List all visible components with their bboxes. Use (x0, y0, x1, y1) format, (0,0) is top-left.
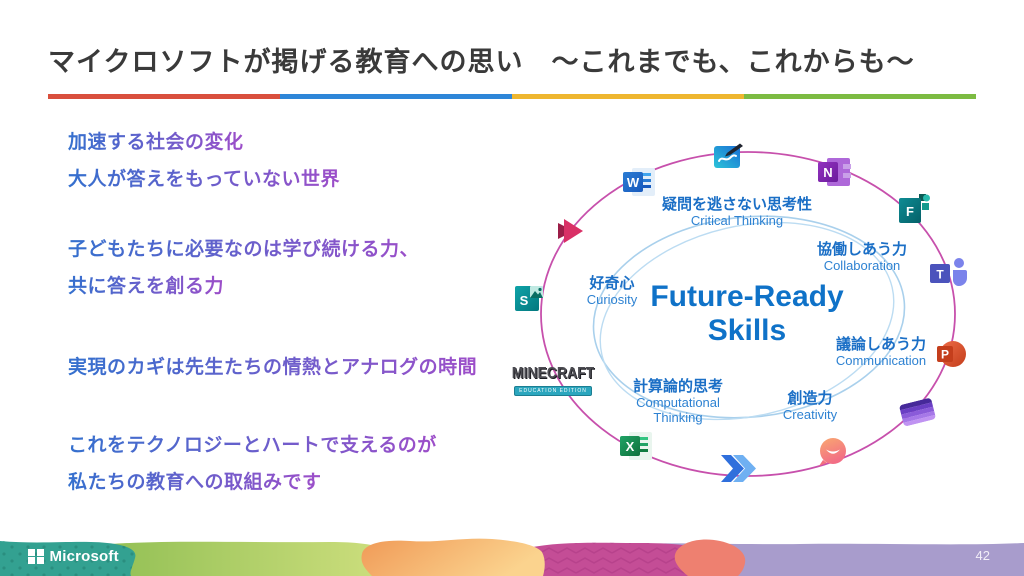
forms-letter: F (906, 204, 914, 219)
whiteboard-icon (714, 141, 745, 171)
stream-purple-icon (899, 396, 937, 428)
teams-icon: T (930, 256, 968, 286)
page-number: 42 (975, 548, 990, 563)
statement-line-3: 子どもたちに必要なのは学び続ける力、 (68, 234, 419, 261)
minecraft-education-logo: MINECRAFT EDUCATION EDITION (508, 362, 598, 397)
power-automate-icon (721, 455, 757, 482)
microsoft-logo-text: Microsoft (49, 548, 119, 565)
accent-blue (280, 94, 512, 99)
skill-collaboration: 協働しあう力 Collaboration (772, 241, 952, 273)
skill-en-label: Thinking (653, 410, 703, 425)
skill-en-label: Computational (636, 395, 720, 410)
title-accent-bar (48, 94, 976, 99)
accent-yellow (512, 94, 744, 99)
statement-text: 共に答えを創る力 (68, 271, 224, 298)
skill-jp-label: 好奇心 (589, 275, 635, 292)
statement-line-4: 共に答えを創る力 (68, 271, 224, 298)
statement-line-6: これをテクノロジーとハートで支えるのが (68, 430, 437, 457)
statement-text: 実現のカギは先生たちの情熱とアナログの時間 (68, 352, 477, 379)
skill-en-label: Critical Thinking (690, 213, 784, 228)
skill-jp-label: 創造力 (787, 390, 833, 407)
skill-en-label: Communication (835, 353, 927, 368)
word-letter: W (627, 175, 640, 190)
skill-jp-label: 議論しあう力 (835, 336, 926, 353)
statement-text: 私たちの教育への取組みです (68, 467, 322, 494)
excel-icon: X (620, 431, 653, 461)
center-title-line1: Future-Ready (650, 280, 844, 313)
skill-curiosity: 好奇心 Curiosity (542, 275, 682, 307)
diagram-center-title: Future-Ready Skills (567, 280, 927, 348)
page-title: マイクロソフトが掲げる教育への思い ～これまでも、これからも～ (48, 47, 915, 77)
forms-icon: F (899, 194, 930, 224)
accent-red (48, 94, 280, 99)
statement-line-2: 大人が答えをもっていない世界 (68, 164, 340, 191)
onenote-icon: N (818, 157, 851, 187)
statement-line-7: 私たちの教育への取組みです (68, 467, 322, 494)
statement-text: これをテクノロジーとハートで支えるのが (68, 430, 437, 457)
skill-jp-label: 計算論的思考 (632, 378, 723, 395)
skill-en-label: Collaboration (823, 258, 901, 273)
future-ready-skills-diagram: Future-Ready Skills 疑問を逃さない思考性 Critical … (500, 120, 1024, 540)
skill-creativity: 創造力 Creativity (740, 390, 880, 422)
accent-green (744, 94, 976, 99)
statement-line-5: 実現のカギは先生たちの情熱とアナログの時間 (68, 352, 477, 379)
powerpoint-icon: P (937, 339, 967, 369)
sway-letter: S (520, 293, 529, 308)
minecraft-edition-banner: EDUCATION EDITION (514, 386, 592, 396)
skill-critical-thinking: 疑問を逃さない思考性 Critical Thinking (617, 196, 857, 228)
statement-text: 大人が答えをもっていない世界 (68, 164, 340, 191)
skill-en-label: Curiosity (586, 292, 638, 307)
skill-en-label: Creativity (782, 407, 838, 422)
statement-line-1: 加速する社会の変化 (68, 127, 244, 154)
word-icon: W (623, 167, 656, 197)
excel-letter: X (626, 439, 635, 454)
center-title-line2: Skills (707, 314, 787, 347)
powerpoint-letter: P (941, 348, 949, 362)
sway-icon: S (515, 283, 544, 313)
teams-letter: T (936, 268, 944, 282)
stream-icon (555, 216, 585, 246)
skill-jp-label: 協働しあう力 (816, 241, 907, 258)
footer-wave-band (0, 538, 1024, 576)
microsoft-logo-icon (28, 548, 44, 565)
microsoft-logo: Microsoft (28, 548, 119, 565)
skill-computational-thinking: 計算論的思考 Computational Thinking (588, 378, 768, 425)
onenote-letter: N (823, 165, 832, 180)
skill-communication: 議論しあう力 Communication (786, 336, 976, 368)
skill-jp-label: 疑問を逃さない思考性 (661, 196, 812, 213)
reflect-icon (818, 437, 848, 467)
minecraft-wordmark: MINECRAFT (511, 362, 595, 382)
statement-text: 子どもたちに必要なのは学び続ける力、 (68, 234, 419, 261)
statement-text: 加速する社会の変化 (68, 127, 244, 154)
